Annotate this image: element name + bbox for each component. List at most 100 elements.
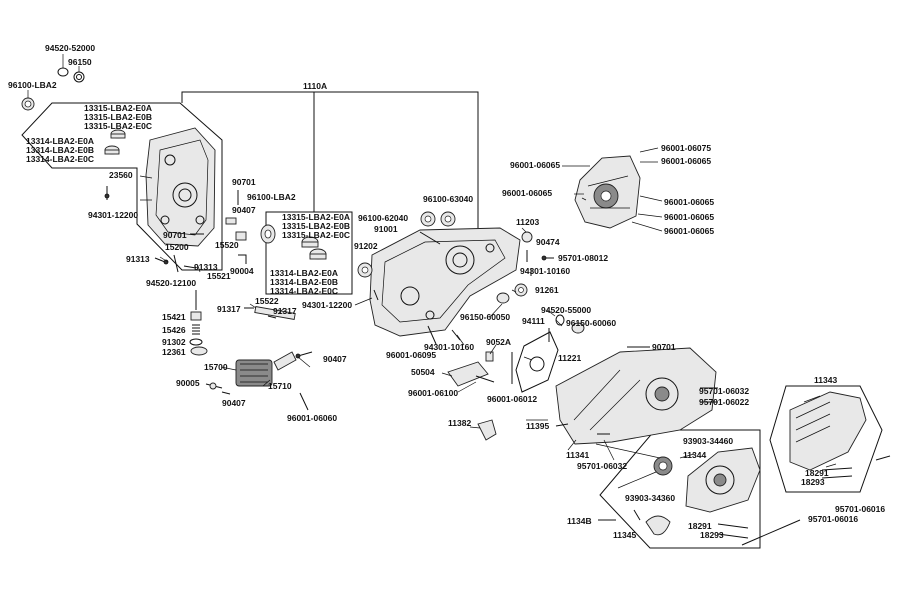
label-96001-06075: 96001-06075	[661, 143, 711, 153]
label-96100-62040: 96100-62040	[358, 213, 408, 223]
screen-12361	[190, 346, 208, 356]
bolt-94301-12200-mid	[373, 289, 379, 301]
gasket-11221	[515, 331, 559, 393]
label-13314-a: 13314-LBA2-E0A	[26, 136, 94, 146]
washer-90407-b	[221, 391, 231, 395]
label-15200: 15200	[165, 242, 189, 252]
bearing-13315-mid	[301, 236, 319, 248]
label-15521: 15521	[207, 271, 231, 281]
oring-94520-52000	[57, 54, 69, 77]
spring-15520	[235, 231, 247, 241]
seal-91261	[514, 283, 528, 297]
bolt-93903-34360	[633, 509, 641, 521]
label-96150-60050: 96150-60050	[460, 312, 510, 322]
label-11221: 11221	[558, 353, 581, 363]
oring-94520-55000	[555, 314, 565, 326]
label-11395: 11395	[526, 421, 549, 431]
label-93903-34460: 93903-34460	[683, 436, 733, 446]
label-13315-a2: 13315-LBA2-E0A	[282, 212, 350, 222]
label-95701-06032-b: 95701-06032	[577, 461, 627, 471]
label-96100-lba2-mid: 96100-LBA2	[247, 192, 296, 202]
label-96001-06065-d: 96001-06065	[664, 197, 714, 207]
frame-bearing-set	[265, 211, 353, 295]
seal-91202	[357, 262, 373, 278]
label-13315-c2: 13315-LBA2-E0C	[282, 230, 350, 240]
label-96001-06095: 96001-06095	[386, 350, 436, 360]
label-18291-a: 18291	[805, 468, 829, 478]
bracket-11382	[477, 419, 497, 441]
label-96001-06065-e: 96001-06065	[664, 212, 714, 222]
label-11382: 11382	[448, 418, 471, 428]
bolts-18291-18293-b	[717, 523, 749, 539]
label-13315-a: 13315-LBA2-E0A	[84, 103, 152, 113]
label-94520-12100: 94520-12100	[146, 278, 196, 288]
label-91313-b: 91313	[194, 262, 218, 272]
label-94111: 94111	[522, 316, 545, 326]
label-90005: 90005	[176, 378, 200, 388]
label-91313-a: 91313	[126, 254, 150, 264]
shaft-15522	[254, 306, 296, 320]
bearing-13314-mid	[309, 248, 327, 260]
label-90004: 90004	[230, 266, 254, 276]
cap-11345	[645, 515, 671, 536]
label-91317-a: 91317	[217, 304, 241, 314]
pin-9052a	[485, 351, 494, 362]
label-18291-b: 18291	[688, 521, 712, 531]
label-11343: 11343	[814, 375, 837, 385]
label-12361: 12361	[162, 347, 186, 357]
part-labels: 94520-52000 96150 96100-LBA2 1110A 13315…	[8, 43, 885, 540]
label-96001-06065-f: 96001-06065	[664, 226, 714, 236]
label-18293-a: 18293	[801, 477, 825, 487]
bearing-96100-62040	[420, 211, 436, 227]
label-15710: 15710	[268, 381, 292, 391]
label-96100-lba2-top: 96100-LBA2	[8, 80, 57, 90]
label-13315-c: 13315-LBA2-E0C	[84, 121, 152, 131]
label-95701-06032-a: 95701-06032	[699, 386, 749, 396]
label-96001-06060: 96001-06060	[287, 413, 337, 423]
frame-left-crankcase	[21, 102, 223, 271]
ring-93903-34460	[653, 456, 673, 476]
label-50504: 50504	[411, 367, 435, 377]
label-9052a: 9052A	[486, 337, 511, 347]
label-18293-b: 18293	[700, 530, 724, 540]
label-93903-34360: 93903-34360	[625, 493, 675, 503]
cvt-cover-11341	[555, 347, 717, 445]
cap-15421	[190, 311, 202, 321]
label-96001-06100: 96001-06100	[408, 388, 458, 398]
label-95701-08012: 95701-08012	[558, 253, 608, 263]
frame-11343	[769, 385, 883, 493]
label-96100-63040: 96100-63040	[423, 194, 473, 204]
label-23560: 23560	[109, 170, 133, 180]
pin-91001	[419, 231, 441, 245]
bracket-1110a	[181, 91, 479, 228]
frame-1134b	[599, 429, 761, 549]
label-13315-b: 13315-LBA2-E0B	[84, 112, 152, 122]
pin-91313-b	[183, 265, 197, 269]
bolt-94301-10160-low	[451, 329, 461, 341]
bolt-96001-06095	[427, 325, 437, 345]
label-95701-06022: 95701-06022	[699, 397, 749, 407]
label-1134b: 1134B	[567, 516, 592, 526]
seal-96150-60050	[496, 292, 510, 304]
label-11344: 11344	[683, 450, 706, 460]
pin-91317-b	[267, 315, 277, 319]
label-90701-left: 90701	[163, 230, 187, 240]
label-90407-b: 90407	[222, 398, 246, 408]
gasket-15710	[273, 351, 297, 371]
pin-11395	[555, 423, 569, 427]
bearing-96100-lba2-mid	[260, 224, 276, 244]
label-91261: 91261	[535, 285, 559, 295]
label-96150-60060: 96150-60060	[566, 318, 616, 328]
label-11345: 11345	[613, 530, 636, 540]
label-91317-b: 91317	[273, 306, 297, 316]
label-94301-10160-low: 94301-10160	[424, 342, 474, 352]
leader-lines	[159, 197, 837, 489]
label-15421: 15421	[162, 312, 186, 322]
label-11203: 11203	[516, 217, 539, 227]
bolts-96001-06065	[562, 147, 663, 232]
bolt-96001-06060	[299, 392, 309, 411]
label-90701-mid: 90701	[232, 177, 256, 187]
pin-94301-12200-left	[104, 186, 110, 200]
label-13314-b: 13314-LBA2-E0B	[26, 145, 94, 155]
